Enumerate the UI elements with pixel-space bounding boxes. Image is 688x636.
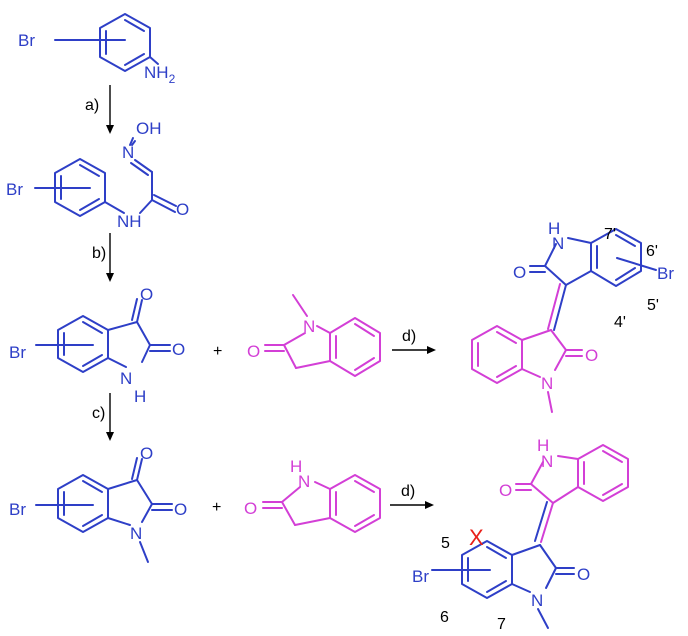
svg-text:NH2: NH2 (144, 63, 176, 86)
pos-7-prime: 7' (604, 226, 616, 243)
arrow-a: a) (85, 85, 114, 134)
br-label: Br (412, 567, 429, 586)
nh-n-label: N (541, 452, 553, 471)
step-b-label: b) (92, 245, 106, 262)
n-label: N (531, 591, 543, 610)
br-label: Br (657, 264, 674, 283)
br-label: Br (18, 31, 35, 50)
pos-6: 6 (440, 609, 449, 626)
step-d-top-label: d) (402, 328, 416, 345)
step-a-label: a) (85, 97, 99, 114)
nh-n-label: H (548, 219, 560, 238)
o-label: O (247, 342, 260, 361)
c2-o-label: O (172, 340, 185, 359)
bromoaniline: Br NH2 (18, 13, 176, 86)
pos-5-prime: 5' (647, 297, 659, 314)
c3-o-label: O (140, 285, 153, 304)
product-top: H N O Br N O (471, 219, 674, 413)
o-label: O (244, 499, 257, 518)
plus-sign: + (213, 343, 222, 360)
arrow-b: b) (92, 233, 114, 282)
nh-h-label: H (537, 436, 549, 455)
amine-subscript: 2 (169, 72, 176, 86)
step-c-label: c) (92, 405, 105, 422)
o-label: O (585, 346, 598, 365)
isonitrosoacetanilide: Br NH O N OH (6, 119, 189, 231)
carbonyl-o-label: O (176, 200, 189, 219)
br-label: Br (9, 500, 26, 519)
oxime-n-label: N (122, 143, 134, 162)
cross-mark: X (469, 525, 484, 550)
br-label: Br (9, 343, 26, 362)
nh-h-label: H (290, 457, 302, 476)
c2-o-label: O (174, 500, 187, 519)
nh-n-label: N (298, 472, 310, 491)
nh-label: N (120, 369, 132, 388)
arrow-d-bottom: d) (390, 483, 434, 509)
bromoisatin: Br O O N H (9, 285, 185, 406)
n-label: N (303, 317, 315, 336)
o-label: O (513, 263, 526, 282)
nh-label: NH (117, 212, 142, 231)
c3-o-label: O (140, 444, 153, 463)
n-label: N (541, 374, 553, 393)
pos-7: 7 (497, 616, 506, 633)
pos-6-prime: 6' (646, 243, 658, 260)
n-methyl-bromoisatin: Br O O N (9, 444, 187, 563)
o-label: O (577, 565, 590, 584)
plus-sign: + (212, 499, 221, 516)
amine-label: NH (144, 63, 169, 82)
arrow-d-top: d) (392, 328, 436, 354)
n-label: N (552, 234, 564, 253)
oxime-oh-label: OH (136, 119, 162, 138)
pos-4-prime: 4' (614, 314, 626, 331)
o-label: O (499, 481, 512, 500)
step-d-bottom-label: d) (401, 483, 415, 500)
n-label: N (130, 524, 142, 543)
n-methyl-oxindole: N O (247, 294, 381, 377)
pos-5: 5 (441, 535, 450, 552)
oxindole: H N O (244, 457, 381, 533)
arrow-c: c) (92, 393, 114, 441)
br-label: Br (6, 180, 23, 199)
product-bottom: H N O Br N O (412, 436, 629, 629)
nh-h-label: H (134, 387, 146, 406)
